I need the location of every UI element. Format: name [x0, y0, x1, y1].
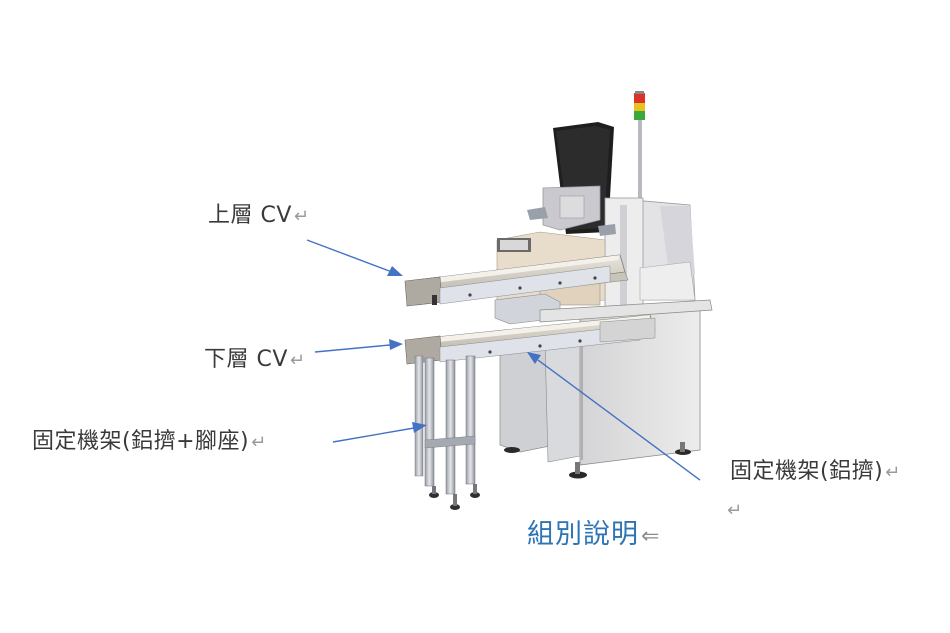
lower-conveyor [404, 314, 656, 365]
paragraph-mark-icon: ↵ [727, 500, 743, 521]
caption-text: 組別說明 [527, 519, 639, 550]
extrusion-legs [414, 355, 480, 510]
paragraph-mark-icon: ↵ [885, 462, 901, 483]
figure-caption: 組別說明⇐ [527, 519, 660, 553]
fixed-frame-feet-arrow [332, 427, 415, 443]
label-text: 上層 CV [208, 203, 292, 228]
caption-mark-icon: ⇐ [641, 524, 661, 549]
upper-conveyor [404, 254, 629, 307]
callout-arrows [306, 239, 701, 481]
label-text: 固定機架(鋁擠) [730, 459, 884, 484]
label-lower-cv: 下層 CV↵ [204, 347, 306, 374]
label-text: 固定機架(鋁擠+腳座) [32, 429, 250, 454]
paragraph-mark-icon: ↵ [293, 206, 310, 227]
signal-tower-icon [634, 91, 645, 200]
paragraph-mark-icon: ↵ [289, 350, 306, 371]
paragraph-mark-icon: ↵ [251, 432, 267, 453]
main-cabinet [499, 299, 713, 479]
upper-cv-arrow [306, 239, 393, 273]
label-text: 下層 CV [204, 347, 288, 372]
fixed-frame-arrow [537, 359, 701, 481]
label-fixed-frame-extrusion: 固定機架(鋁擠)↵ [730, 459, 901, 486]
label-upper-cv: 上層 CV↵ [208, 203, 310, 230]
label-fixed-frame-extrusion-feet: 固定機架(鋁擠+腳座)↵ [32, 429, 267, 456]
lower-cv-arrow [314, 344, 391, 353]
